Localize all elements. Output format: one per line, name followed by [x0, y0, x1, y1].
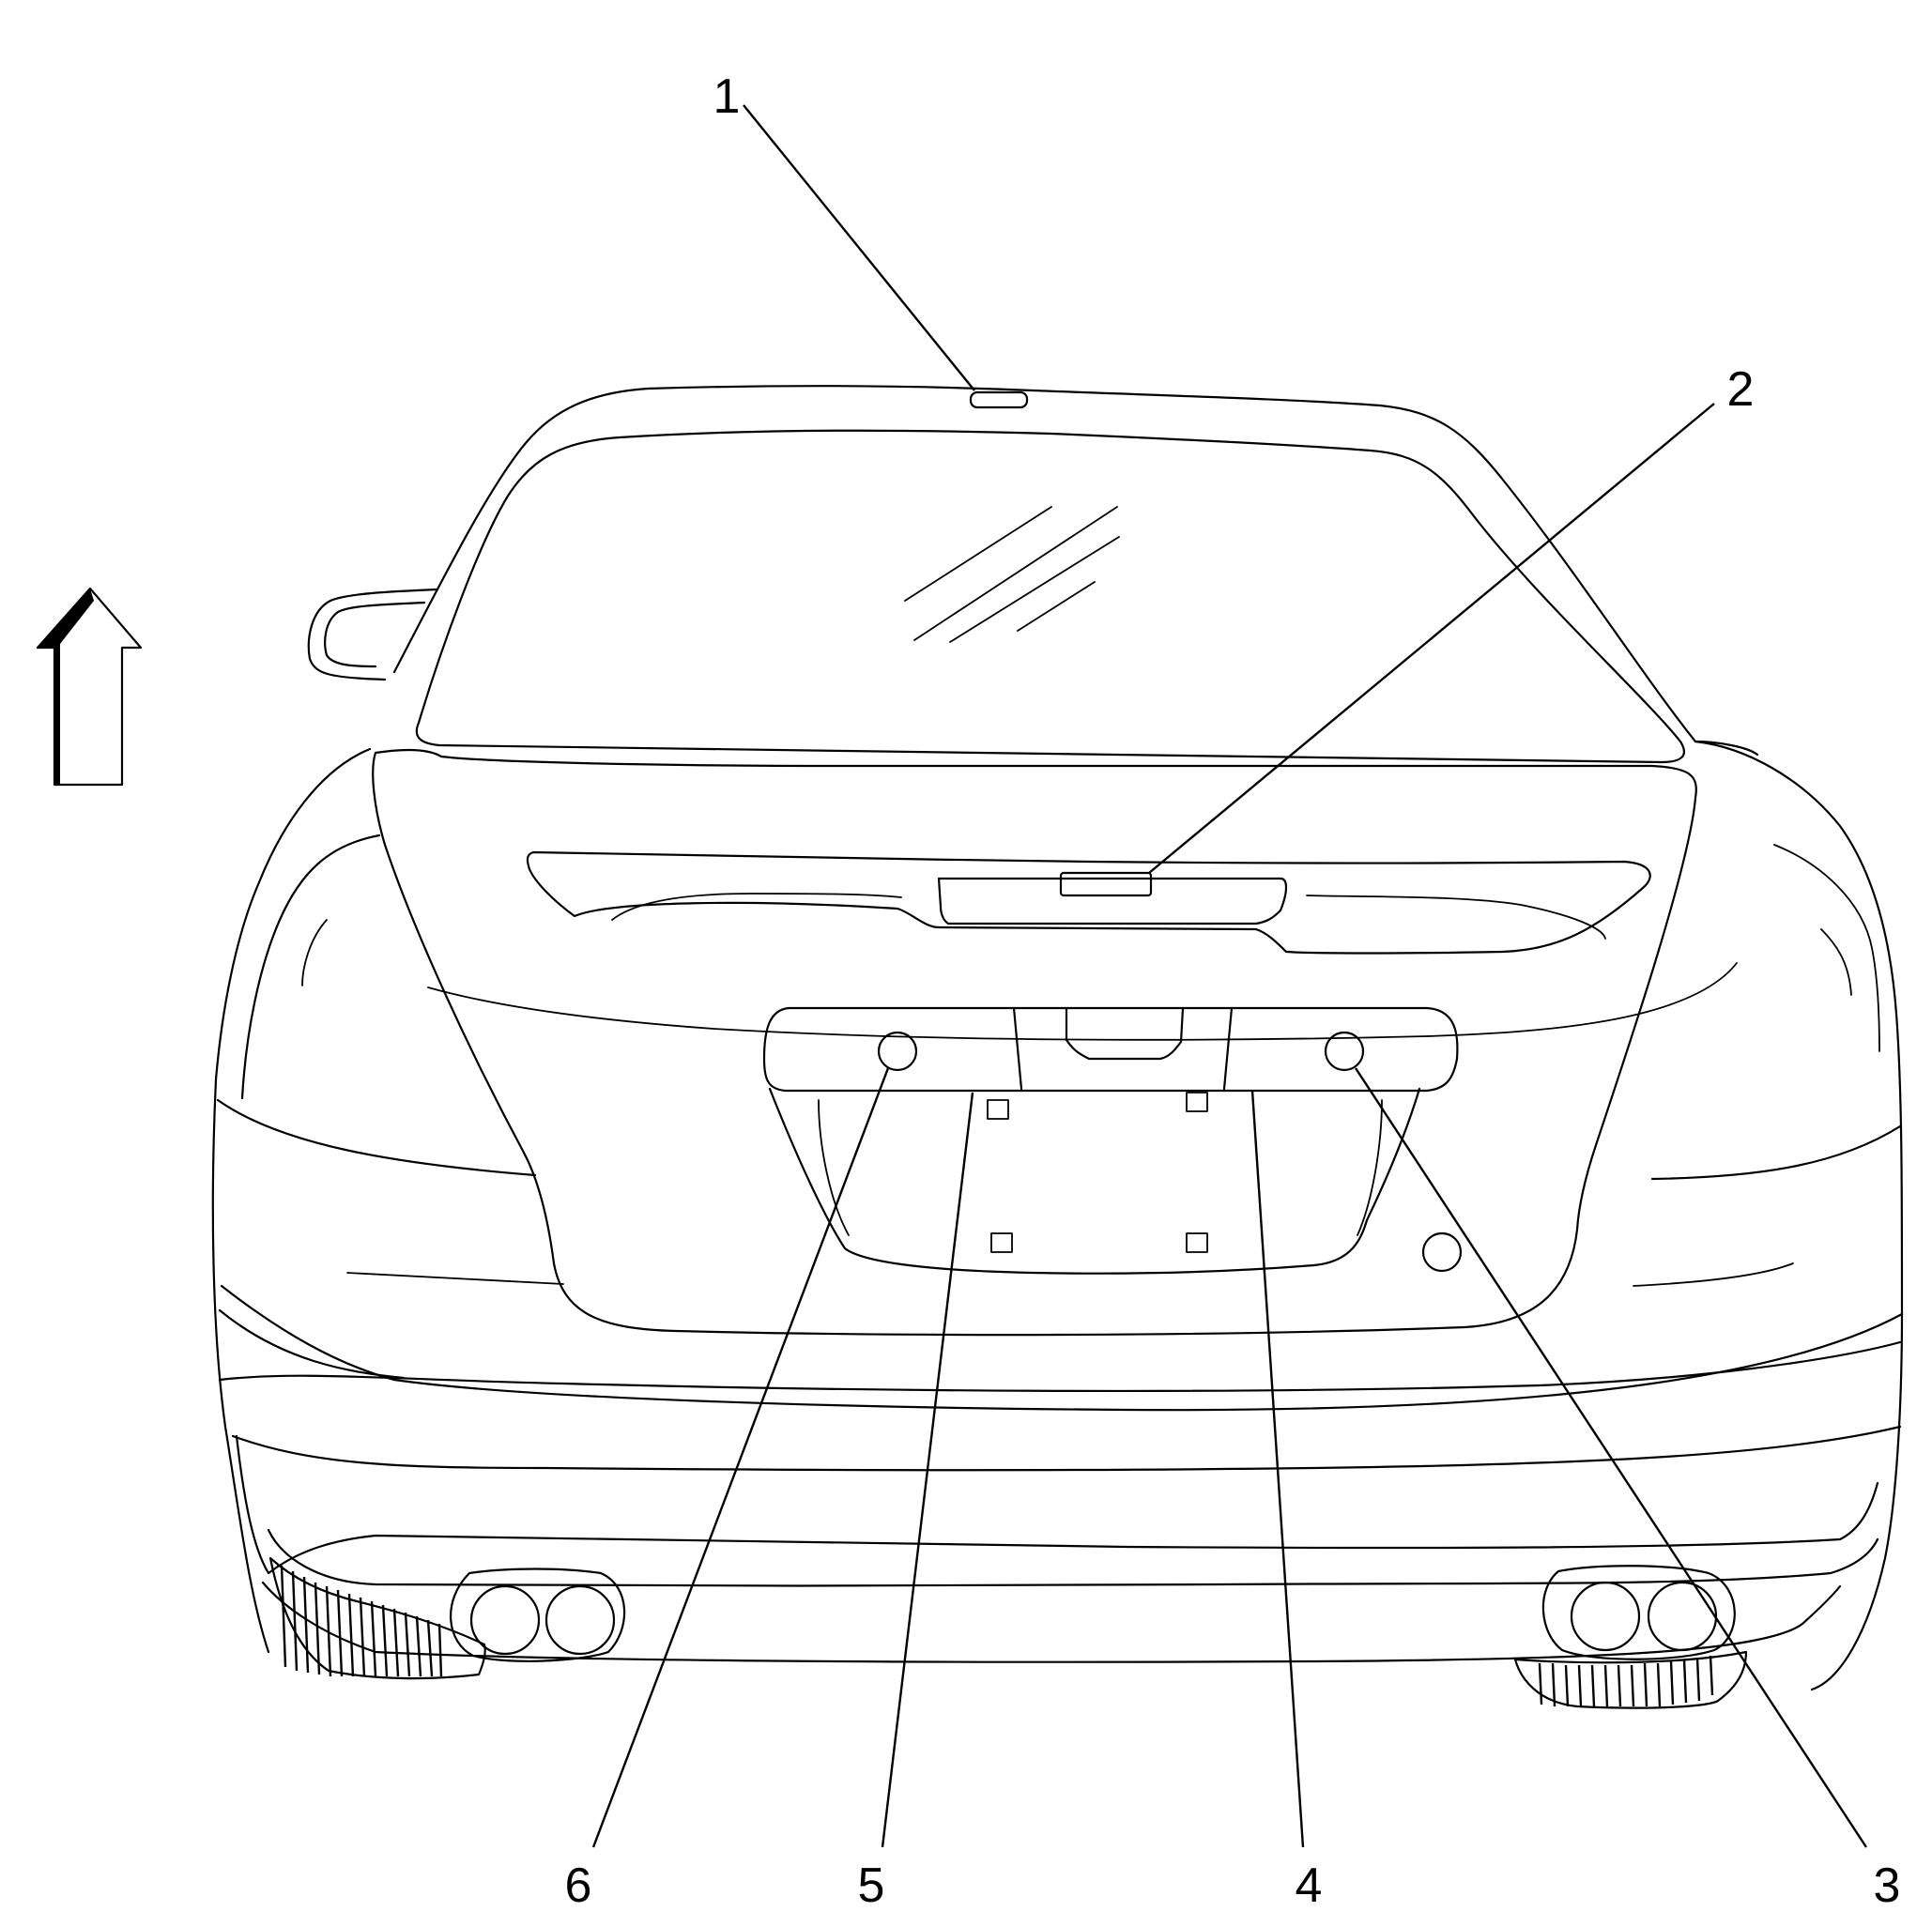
- callout-3: 3: [1874, 1858, 1901, 1913]
- left-mirror: [307, 588, 439, 681]
- rear-bumper: [218, 1308, 1902, 1663]
- leader-lines: [591, 104, 1868, 1848]
- left-license-lamp: [877, 1031, 918, 1072]
- leader-6: [591, 1067, 890, 1848]
- roof-and-rear-window: [392, 385, 1697, 764]
- body-quarter-panels: [211, 740, 1904, 1691]
- callout-6: 6: [565, 1858, 592, 1913]
- leader-4: [1250, 1090, 1305, 1848]
- trunk-release-switch: [1059, 871, 1153, 897]
- callout-2: 2: [1727, 362, 1755, 417]
- leader-2: [1148, 403, 1715, 874]
- license-plate-pocket: [762, 1006, 1459, 1275]
- right-license-lamp: [1324, 1031, 1365, 1072]
- leader-5: [881, 1092, 974, 1848]
- trunk-lock-cylinder: [1421, 1231, 1463, 1273]
- callout-4: 4: [1296, 1858, 1323, 1913]
- callout-1: 1: [713, 69, 741, 124]
- callout-labels: 1 2 3 4 5 6: [565, 69, 1901, 1913]
- leader-3: [1354, 1067, 1868, 1848]
- left-exhaust: [449, 1568, 626, 1662]
- callout-5: 5: [858, 1858, 885, 1913]
- high-mount-stop-lamp: [969, 390, 1029, 409]
- leader-1: [743, 104, 975, 391]
- right-rear-diffuser: [1513, 1650, 1748, 1709]
- left-rear-diffuser: [268, 1556, 486, 1680]
- arrow-up-icon: [36, 587, 143, 787]
- trunk-lid: [372, 748, 1738, 1337]
